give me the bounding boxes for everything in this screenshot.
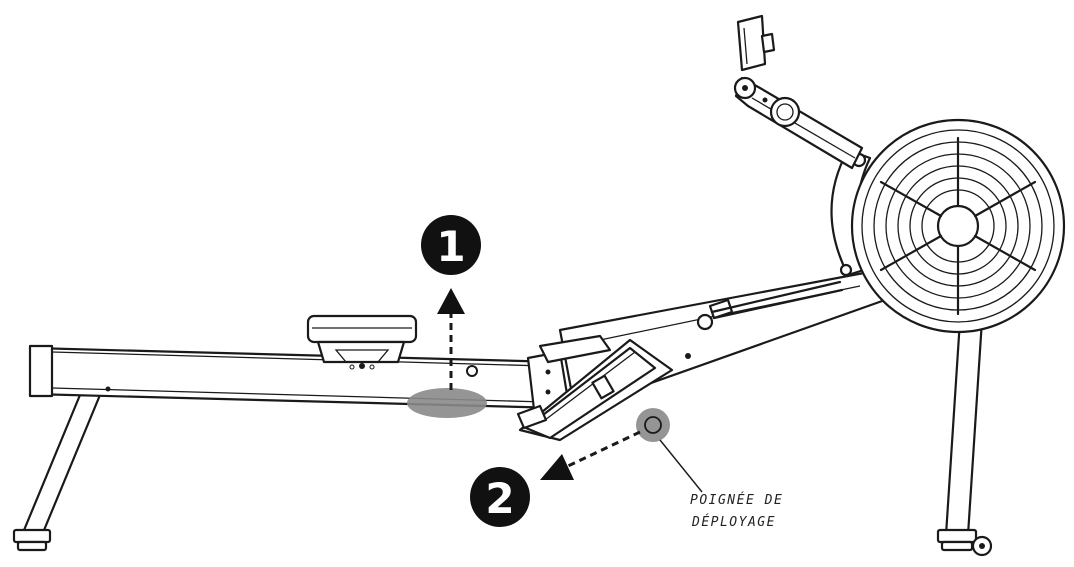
step-1-badge: 1 [421,215,481,275]
flywheel [830,118,1066,334]
step-2-arrow [540,430,641,480]
footplate [516,334,674,442]
front-leg [12,393,102,552]
step-1-number: 1 [436,222,465,271]
step-2-badge: 2 [470,467,530,527]
seat [306,314,418,370]
callout-leader-line [659,439,703,493]
callout-label-line-2: DÉPLOYAGE [691,514,776,530]
monitor-arm [733,76,864,170]
step-2-number: 2 [485,474,514,523]
deployment-handle-highlight [636,408,670,442]
rear-leg [936,318,993,557]
performance-monitor [736,14,776,72]
callout-label-line-1: POIGNÉE DE [690,492,783,508]
release-zone-highlight [407,388,487,418]
step-1-arrow [437,288,465,390]
